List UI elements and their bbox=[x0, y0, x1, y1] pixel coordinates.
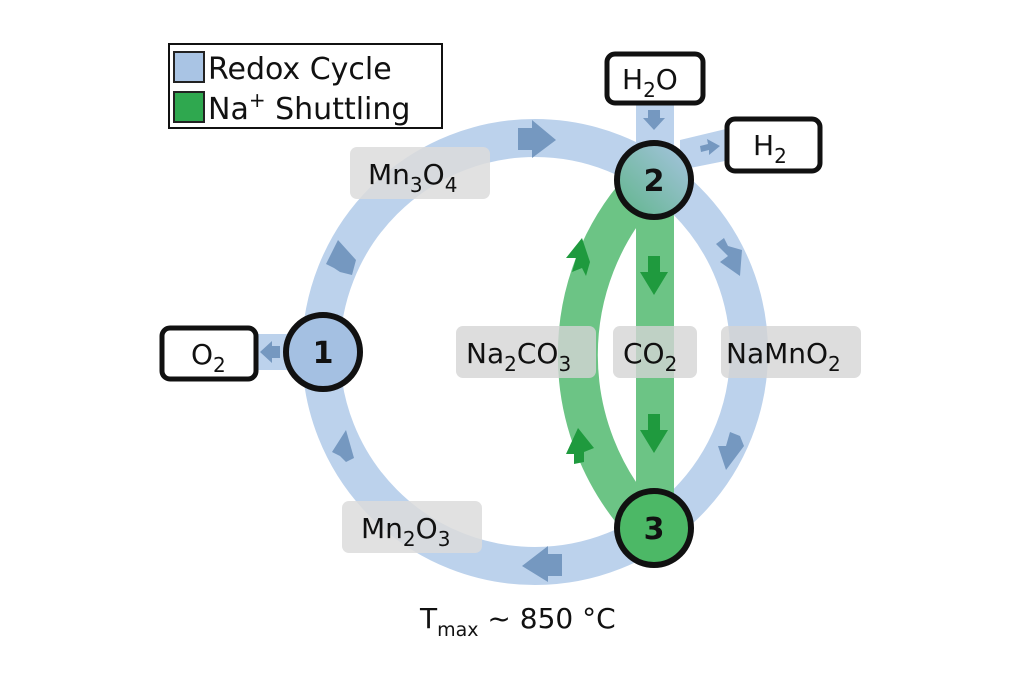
arrow-icon-lower-left bbox=[332, 430, 354, 462]
legend-frame bbox=[168, 43, 443, 129]
h2o-arrow-icon bbox=[643, 110, 665, 130]
node-2 bbox=[614, 140, 694, 220]
mn3o4-label-bg bbox=[350, 147, 490, 199]
na2co3-label-bg bbox=[456, 326, 596, 378]
legend-swatch-redox bbox=[173, 51, 205, 83]
temperature-label: Tmax ~ 850 °C bbox=[419, 602, 616, 641]
arrow-icon-co2-upper bbox=[640, 256, 668, 295]
o2-box bbox=[159, 325, 259, 382]
namno2-label: NaMnO2 bbox=[726, 337, 841, 376]
legend-label-redox: Redox Cycle bbox=[208, 52, 392, 87]
legend-label-na: Na+ Shuttling bbox=[208, 88, 410, 127]
mn2o3-label: Mn2O3 bbox=[361, 512, 450, 551]
species-labels: Mn3O4 Mn2O3 Na2CO3 CO2 NaMnO2 bbox=[342, 147, 861, 553]
mn3o4-label: Mn3O4 bbox=[368, 158, 457, 197]
legend-swatch-na bbox=[173, 91, 205, 123]
arrow-icon-bottom bbox=[522, 546, 562, 582]
h2-box bbox=[724, 116, 823, 174]
node-1 bbox=[283, 312, 363, 392]
o2-label: O2 bbox=[191, 338, 226, 377]
mn2o3-label-bg bbox=[342, 501, 482, 553]
co2-label-bg bbox=[613, 326, 697, 378]
co2-label: CO2 bbox=[623, 337, 677, 376]
arrow-icon-na2co3-upper bbox=[566, 238, 590, 276]
arrow-icon-lower-right bbox=[718, 432, 744, 470]
gas-boxes: O2 H2O H2 bbox=[159, 51, 823, 382]
h2o-label: H2O bbox=[622, 63, 678, 102]
node-3 bbox=[614, 488, 694, 568]
h2-arrow-icon bbox=[700, 139, 720, 155]
nodes: 1 2 3 bbox=[283, 140, 694, 568]
h2-label: H2 bbox=[753, 129, 787, 168]
arrow-icon-na2co3-lower bbox=[566, 428, 594, 464]
node-1-label: 1 bbox=[313, 336, 334, 371]
arrow-icon-co2-lower bbox=[640, 414, 668, 453]
legend: Redox Cycle Na+ Shuttling bbox=[168, 43, 443, 129]
redox-arrows bbox=[326, 120, 744, 582]
arrow-icon-top bbox=[518, 120, 556, 158]
arrow-icon-upper-right bbox=[716, 238, 742, 276]
node-3-label: 3 bbox=[644, 512, 665, 547]
arrow-icon-upper-left bbox=[326, 240, 356, 275]
o2-arrow-icon bbox=[260, 341, 280, 363]
node-2-label: 2 bbox=[644, 164, 665, 199]
namno2-label-bg bbox=[721, 326, 861, 378]
h2o-box bbox=[604, 51, 706, 106]
na-arrows bbox=[566, 238, 668, 464]
na2co3-label: Na2CO3 bbox=[466, 337, 571, 376]
